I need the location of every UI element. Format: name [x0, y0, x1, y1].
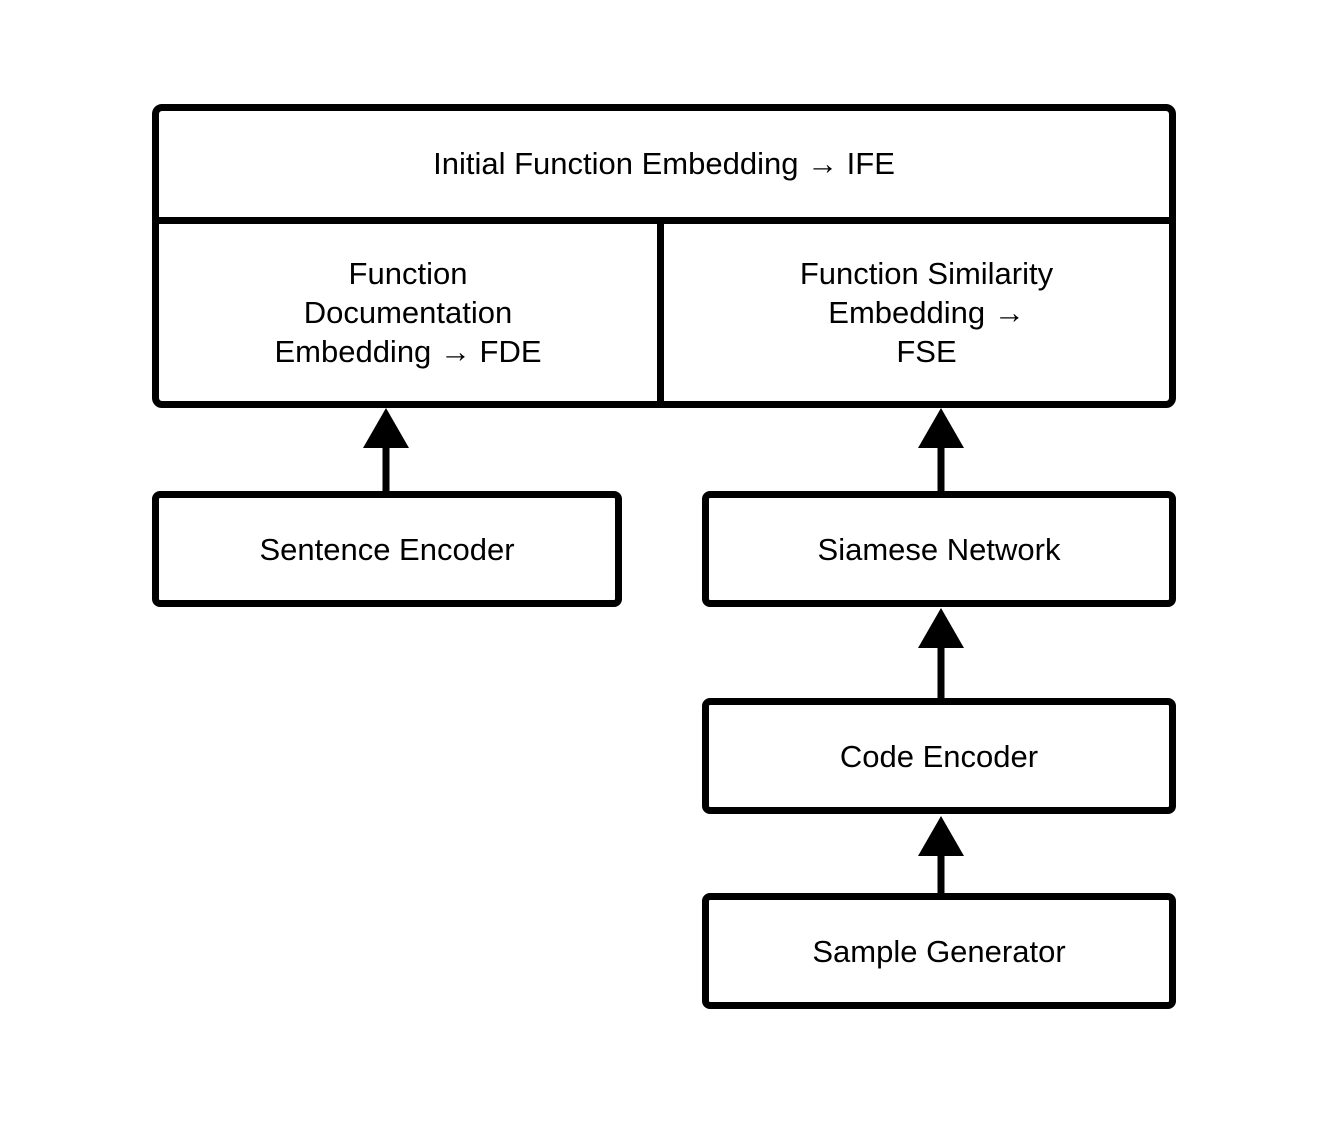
arrow-sentence-encoder-to-fde	[363, 408, 409, 491]
siamese-network-node: Siamese Network	[702, 491, 1176, 607]
sample-generator-node: Sample Generator	[702, 893, 1176, 1009]
fse-cell: Function Similarity Embedding → FSE	[664, 224, 1169, 401]
sentence-encoder-node: Sentence Encoder	[152, 491, 622, 607]
code-encoder-node: Code Encoder	[702, 698, 1176, 814]
fde-label: Function Documentation Embedding → FDE	[274, 256, 542, 369]
arrow-code-encoder-to-siamese	[918, 608, 964, 698]
arrow-siamese-to-fse	[918, 408, 964, 491]
fse-label: Function Similarity Embedding → FSE	[799, 256, 1054, 369]
arrow-sample-generator-to-code-encoder	[918, 816, 964, 893]
fde-cell: Function Documentation Embedding → FDE	[159, 224, 664, 401]
ife-container: Initial Function Embedding → IFE Functio…	[152, 104, 1176, 408]
ife-title: Initial Function Embedding → IFE	[159, 111, 1169, 224]
